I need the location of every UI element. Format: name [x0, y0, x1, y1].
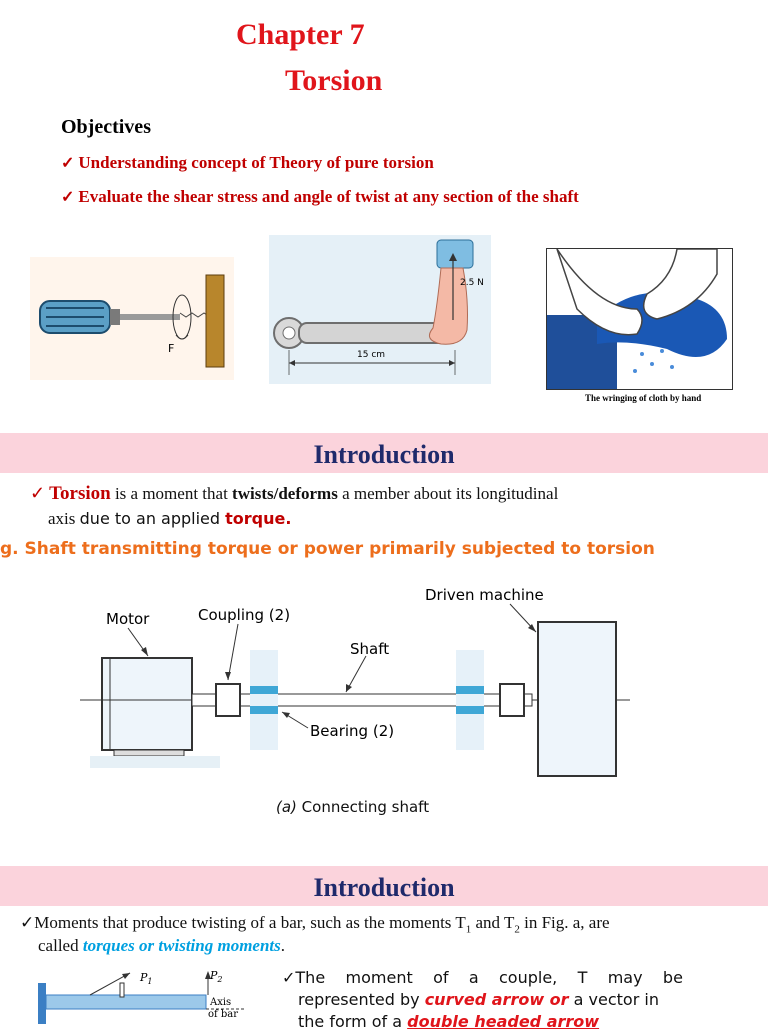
wrench-figure: 2.5 N 15 cm	[269, 235, 491, 384]
coupling-label: Coupling (2)	[198, 606, 290, 624]
moments-text-part: and T	[471, 913, 515, 932]
check-icon: ✓	[61, 189, 75, 206]
couple-line-1: ✓The moment of a couple, T may be	[282, 967, 722, 989]
cloth-caption: The wringing of cloth by hand	[585, 393, 702, 403]
check-icon: ✓	[282, 968, 296, 987]
couple-text-part: a vector in	[568, 990, 659, 1009]
couple-text-part: the form of a	[298, 1012, 408, 1031]
moments-text-part: called	[38, 936, 83, 955]
shaft-diagram: Motor Coupling (2) Driven machine Shaft …	[80, 580, 640, 820]
couple-line-3: the form of a double headed arrow	[282, 1011, 722, 1033]
check-icon: ✓	[61, 155, 75, 172]
force-label: F	[168, 342, 174, 355]
intro-title-2: Introduction	[313, 873, 455, 902]
torques-term: torques or twisting moments	[82, 936, 281, 955]
double-arrow-term: double headed arrow	[407, 1012, 600, 1031]
bearing-label: Bearing (2)	[310, 722, 394, 740]
couple-text-part: The moment of a couple, T may be	[295, 968, 683, 987]
screwdriver-illustration: F	[39, 274, 225, 368]
curved-arrow-term: curved arrow or	[424, 990, 569, 1009]
p1-label: P1	[139, 971, 153, 986]
subscript: 2	[514, 923, 520, 936]
objective-item-2: ✓Evaluate the shear stress and angle of …	[61, 187, 579, 207]
motor-label: Motor	[106, 610, 150, 628]
definition-text: due to an applied	[79, 509, 226, 528]
torsion-term: Torsion	[49, 483, 111, 504]
p2-label: P2	[209, 969, 223, 984]
topic-title: Torsion	[285, 64, 383, 97]
definition-text: a member about its longitudinal	[337, 484, 559, 503]
definition-bold: twists/deforms	[232, 484, 338, 503]
subscript: 1	[465, 923, 472, 936]
moments-text: ✓Moments that produce twisting of a bar,…	[20, 913, 740, 935]
shaft-caption: (a) Connecting shaft	[276, 798, 429, 816]
driven-machine-label: Driven machine	[425, 586, 544, 604]
objective-text: Understanding concept of Theory of pure …	[78, 153, 434, 172]
length-label: 15 cm	[357, 350, 385, 360]
moments-text-part: .	[280, 936, 286, 955]
check-icon: ✓	[30, 483, 46, 503]
caption-text: Connecting shaft	[296, 798, 430, 816]
bar-illustration: P1 P2 Axis of bar	[38, 969, 246, 1024]
torque-term: torque.	[225, 509, 292, 528]
caption-label: (a)	[276, 798, 297, 816]
couple-text: ✓The moment of a couple, T may be repres…	[282, 967, 722, 1033]
intro-band-2: Introduction	[0, 866, 768, 906]
check-icon: ✓	[20, 913, 35, 932]
force-label: 2.5 N	[460, 278, 484, 288]
couple-text-part: represented by	[298, 990, 425, 1009]
objective-item-1: ✓Understanding concept of Theory of pure…	[61, 153, 434, 173]
moments-text-line2: called torques or twisting moments.	[38, 936, 285, 956]
objective-text: Evaluate the shear stress and angle of t…	[78, 187, 579, 206]
moments-text-part: in Fig. a, are	[519, 913, 610, 932]
axis-label: of bar	[208, 1009, 238, 1020]
cloth-figure	[546, 248, 733, 390]
cloth-illustration	[547, 249, 727, 389]
moments-text-part: Moments that produce twisting of a bar, …	[34, 913, 466, 932]
definition-text: is a moment that	[110, 484, 233, 503]
bar-figure: P1 P2 Axis of bar	[30, 965, 246, 1024]
definition-text: axis	[48, 509, 80, 528]
torsion-definition: ✓Torsion is a moment that twists/deforms…	[30, 483, 730, 505]
axis-label: Axis	[209, 997, 231, 1008]
intro-band-1: Introduction	[0, 433, 768, 473]
screwdriver-figure: F	[30, 257, 234, 380]
torsion-definition-line2: axis due to an applied torque.	[48, 509, 291, 529]
couple-line-2: represented by curved arrow or a vector …	[282, 989, 722, 1011]
intro-title-1: Introduction	[313, 440, 455, 469]
objectives-heading: Objectives	[61, 116, 151, 138]
wrench-illustration: 2.5 N 15 cm	[273, 239, 484, 375]
shaft-example: g. Shaft transmitting torque or power pr…	[0, 539, 655, 559]
shaft-illustration: Motor Coupling (2) Driven machine Shaft …	[80, 586, 630, 777]
chapter-title: Chapter 7	[236, 18, 365, 51]
shaft-label: Shaft	[350, 640, 389, 658]
